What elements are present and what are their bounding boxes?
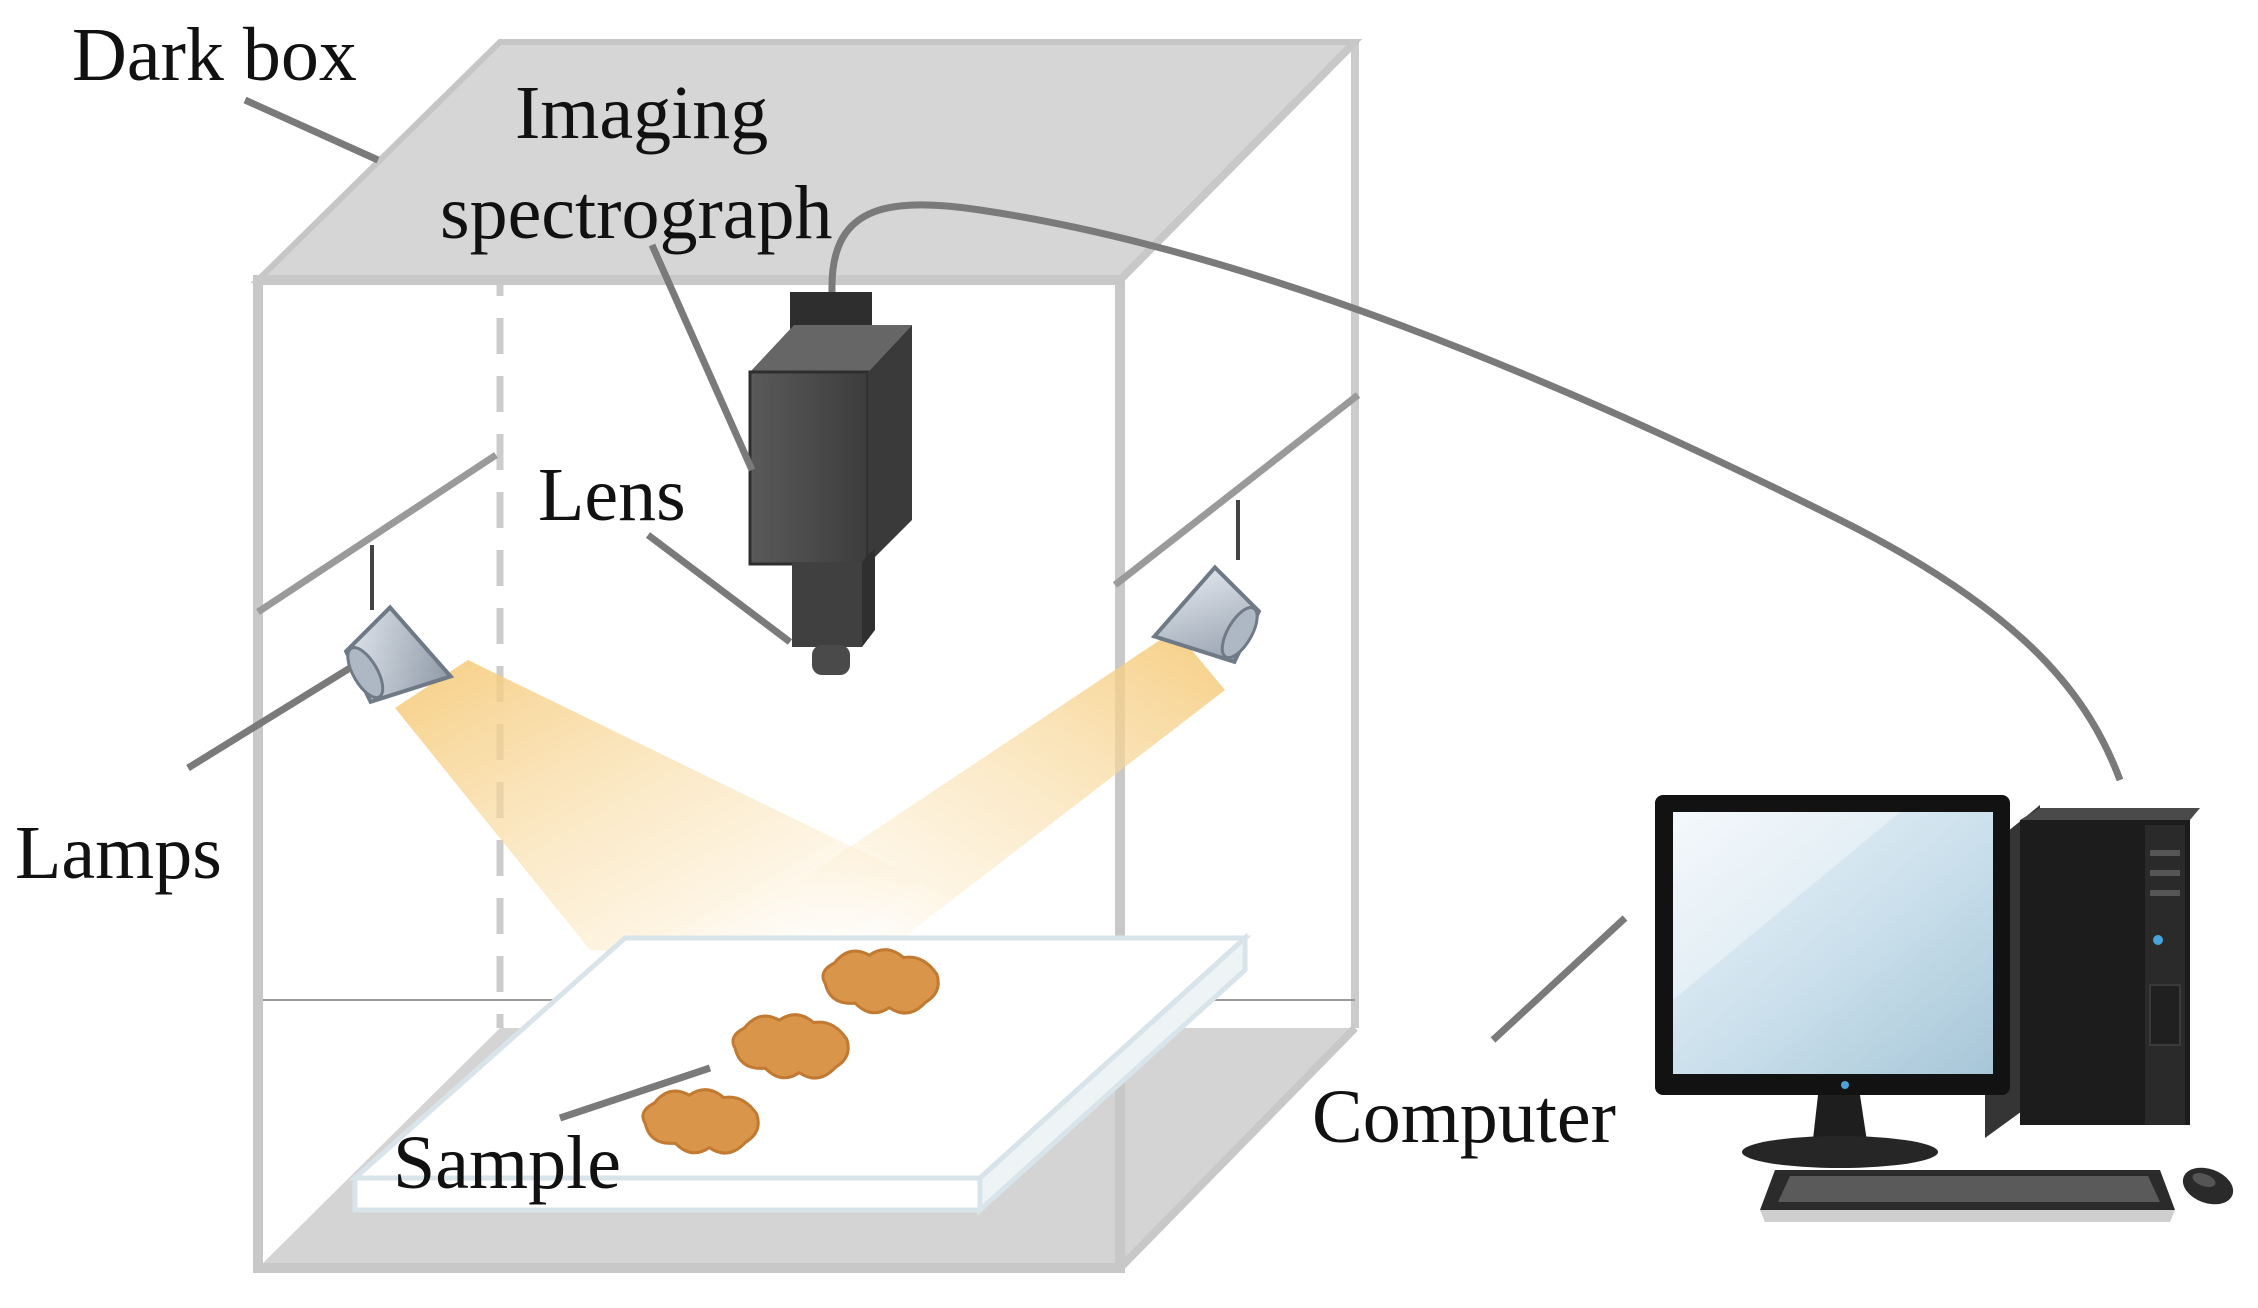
sample-icon [821, 948, 940, 1015]
computer-leader [1490, 915, 1628, 1043]
right-light-beam [740, 630, 1225, 940]
tray-side [977, 932, 1248, 1216]
box-right-bottom-edge [1117, 1025, 1358, 1271]
camera-body-top [750, 325, 912, 372]
label-dark-box: Dark box [72, 13, 357, 97]
label-lens: Lens [538, 453, 686, 537]
lens-tip [812, 645, 850, 675]
left-light-beam [395, 660, 920, 960]
sample-icon [641, 1088, 760, 1155]
data-cable [828, 201, 2124, 782]
label-lamps: Lamps [15, 811, 222, 895]
camera-body-front [748, 370, 870, 566]
camera-body-side [868, 325, 912, 564]
camera-icon [748, 292, 912, 675]
sample-leader [558, 1064, 712, 1122]
lamps-leader [186, 665, 352, 771]
light-beams [395, 630, 1225, 960]
label-computer: Computer [1312, 1075, 1616, 1159]
lamp-icon [343, 604, 455, 705]
labels: Dark box Imaging spectrograph Lens Lamps… [15, 13, 1616, 1205]
monitor-screen [1673, 812, 1993, 1074]
monitor-base [1742, 1136, 1938, 1168]
right-lamp [1112, 392, 1361, 665]
lens-barrel [792, 562, 862, 647]
dark-box-leader [243, 96, 380, 164]
lamp-icon [1150, 564, 1262, 665]
sample-icon [731, 1013, 850, 1080]
label-imaging: Imaging [515, 71, 768, 155]
label-sample: Sample [393, 1121, 621, 1205]
samples [641, 948, 940, 1155]
box-right-top-edge [1117, 39, 1358, 283]
label-spectrograph: spectrograph [440, 171, 833, 255]
computer-icon [1655, 795, 2234, 1222]
right-lamp-support [1112, 392, 1361, 588]
box-front-face [253, 275, 1125, 1273]
lens-leader [645, 532, 793, 645]
leader-lines [186, 96, 1628, 1122]
left-lamp [256, 452, 498, 705]
left-lamp-support [256, 452, 498, 615]
spectrograph-leader [648, 243, 756, 472]
monitor-stand [1812, 1095, 1868, 1148]
